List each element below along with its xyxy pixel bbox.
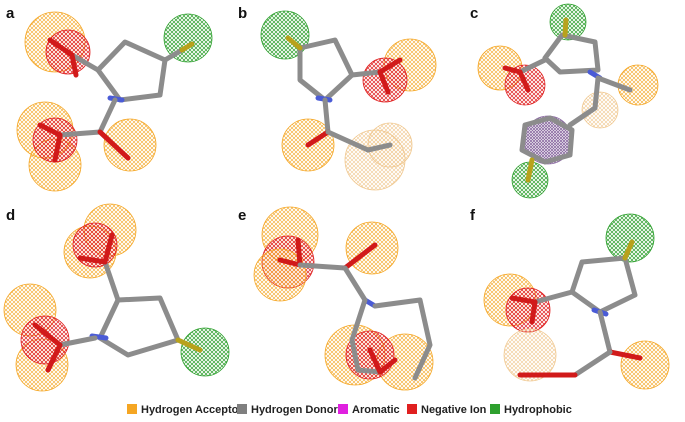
- oxygen-bond: [97, 129, 131, 161]
- panel-label-d: d: [6, 207, 15, 224]
- negative-ion-sphere: [505, 287, 551, 333]
- legend-label-hydrophobic: Hydrophobic: [504, 404, 572, 416]
- panel-b: [260, 10, 437, 191]
- oxygen-bond: [32, 322, 63, 348]
- bond: [322, 97, 331, 135]
- pyrrolidine-ring: [97, 295, 181, 358]
- oxygen-bond: [295, 237, 303, 268]
- legend-label-negative-ion: Negative Ion: [421, 404, 487, 416]
- oxygen-bond: [305, 129, 331, 148]
- panel-label-a: a: [6, 5, 15, 22]
- ring-chain: [372, 297, 433, 381]
- legend-swatch-hydrogen-acceptor: [127, 404, 137, 414]
- acceptor-sphere: [103, 118, 157, 172]
- bond: [69, 52, 101, 73]
- bond: [595, 75, 633, 93]
- legend-swatch-hydrogen-donor: [237, 404, 247, 414]
- bond: [342, 265, 368, 303]
- bond: [532, 289, 575, 305]
- fluorine-bond: [562, 17, 569, 38]
- bond: [517, 57, 548, 75]
- bond: [567, 105, 598, 128]
- legend-swatch-negative-ion: [407, 404, 417, 414]
- pyrrolidine-ring: [95, 39, 168, 103]
- hydrophobic-sphere: [163, 13, 213, 63]
- panel-label-e: e: [238, 207, 246, 224]
- bond: [597, 309, 613, 355]
- fluorine-bond: [179, 41, 195, 53]
- oxygen-bond: [529, 299, 538, 325]
- pyrrolidine-ring: [542, 32, 601, 75]
- legend: Hydrogen Acceptor Hydrogen Donor Aromati…: [127, 404, 572, 416]
- oxygen-bond: [45, 342, 63, 373]
- ring-chain: [349, 297, 383, 375]
- negative-ion-sphere: [20, 315, 70, 365]
- pyrrolidine-ring: [569, 255, 638, 315]
- panel-d: [3, 203, 230, 392]
- oxygen-bond: [509, 295, 538, 305]
- oxygen-bond: [502, 65, 523, 75]
- oxygen-bond: [37, 122, 63, 138]
- oxygen-bond: [377, 57, 403, 75]
- legend-label-aromatic: Aromatic: [352, 404, 400, 416]
- panel-a: [16, 11, 213, 192]
- hydrophobic-sphere: [605, 213, 655, 263]
- fluorine-bond: [525, 157, 535, 183]
- panel-e: [253, 206, 434, 391]
- panel-f: [483, 213, 670, 390]
- bond: [57, 335, 98, 348]
- acceptor-sphere: [503, 328, 557, 382]
- bond: [162, 47, 185, 63]
- benzene-ring: [519, 115, 575, 165]
- oxygen-bond: [77, 255, 108, 265]
- panel-label-c: c: [470, 5, 478, 22]
- panel-label-f: f: [470, 207, 476, 224]
- bond: [592, 75, 601, 111]
- bond: [297, 262, 348, 271]
- oxygen-bond: [377, 69, 391, 95]
- pyrrolidine-ring: [297, 37, 355, 103]
- oxygen-bond: [377, 357, 398, 375]
- oxygen-bond: [517, 69, 531, 93]
- bond: [57, 129, 103, 138]
- oxygen-bond: [367, 347, 383, 375]
- panel-label-b: b: [238, 5, 247, 22]
- oxygen-bond: [69, 52, 79, 78]
- oxygen-bond: [102, 232, 115, 265]
- acceptor-sphere: [581, 91, 619, 129]
- legend-swatch-hydrophobic: [490, 404, 500, 414]
- oxygen-bond: [342, 242, 378, 271]
- legend-label-hydrogen-donor: Hydrogen Donor: [251, 404, 338, 416]
- oxygen-bond: [52, 132, 63, 163]
- legend-label-hydrogen-acceptor: Hydrogen Acceptor: [141, 404, 243, 416]
- oxygen-bond: [607, 349, 643, 361]
- bond: [97, 97, 118, 135]
- fluorine-bond: [285, 35, 303, 51]
- fluorine-bond: [622, 239, 635, 261]
- bond: [102, 259, 121, 303]
- legend-swatch-aromatic: [338, 404, 348, 414]
- fluorine-bond: [175, 337, 203, 353]
- panel-c: [477, 3, 659, 199]
- acceptor-sphere: [617, 64, 659, 106]
- bond: [365, 142, 393, 153]
- hydrophobic-sphere: [180, 327, 230, 377]
- acceptor-sphere: [620, 340, 670, 390]
- oxygen-bond: [277, 257, 303, 268]
- oxygen-bond: [47, 37, 75, 58]
- bond: [572, 349, 613, 378]
- bond: [349, 69, 383, 78]
- bond: [325, 129, 371, 153]
